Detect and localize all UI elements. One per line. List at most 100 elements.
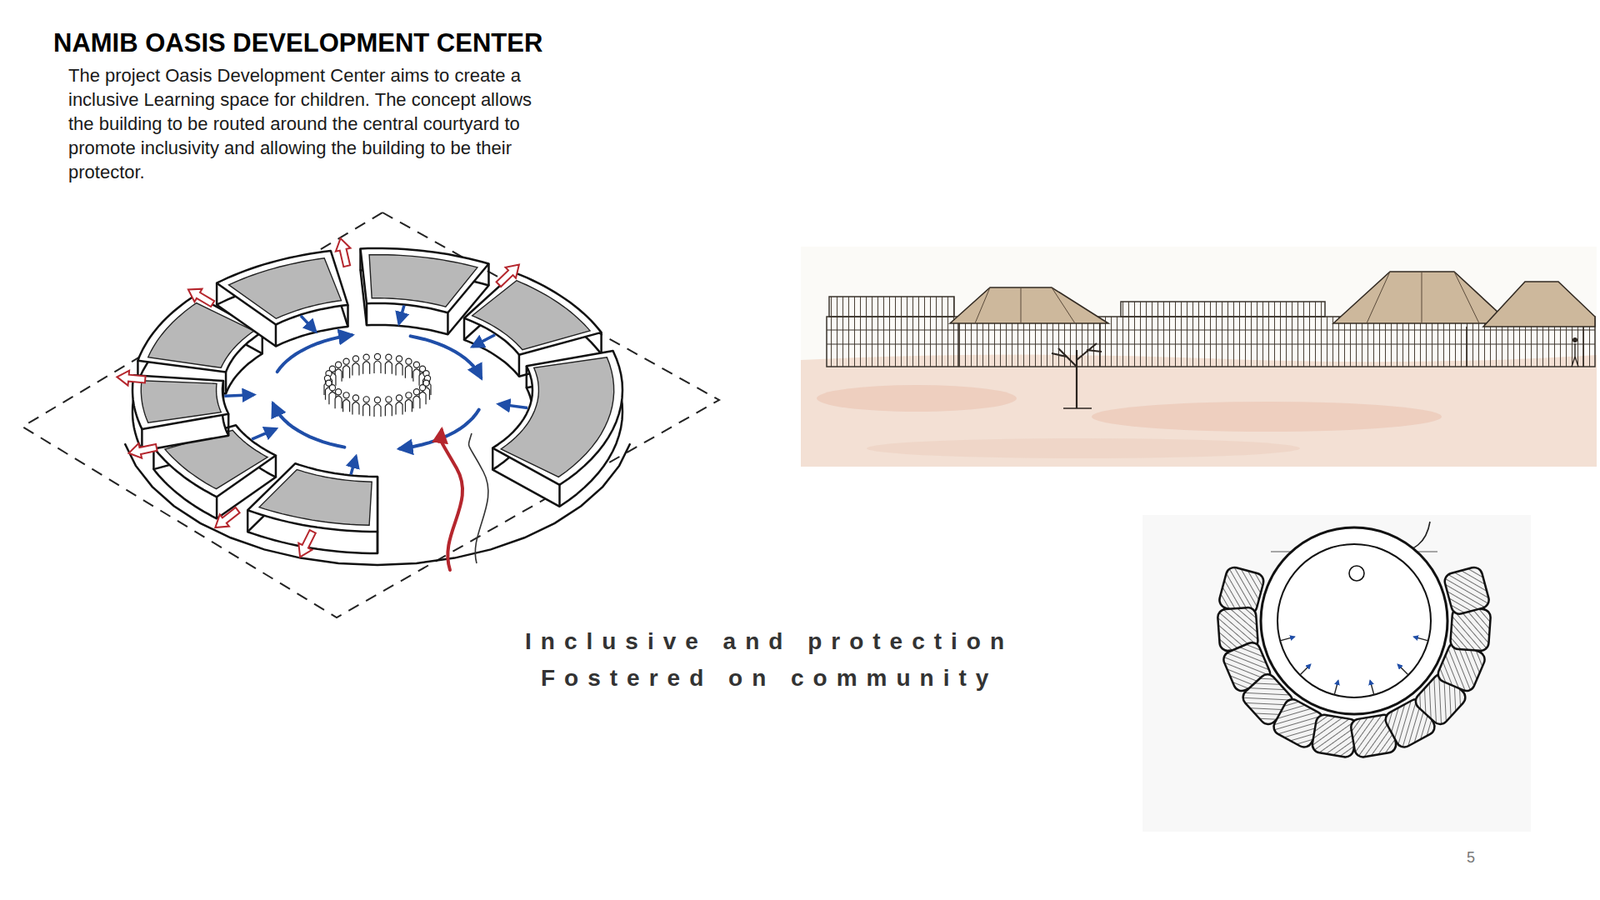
person: [352, 355, 359, 362]
person: [374, 396, 380, 403]
wall-edge: [518, 355, 521, 377]
wall-edge: [227, 414, 230, 436]
exit-arrow: [215, 507, 240, 528]
circulation-arrow: [273, 404, 345, 448]
circulation-arrow: [277, 335, 352, 372]
inward-arrow: [399, 305, 405, 325]
upper-block: [829, 296, 955, 317]
plan-ring: [1260, 527, 1448, 715]
person: [385, 396, 392, 403]
roof-top: [472, 280, 590, 350]
inward-arrow: [224, 395, 254, 397]
circulation-arrow: [400, 410, 480, 450]
wall-edge: [491, 448, 495, 470]
wall-edge: [365, 303, 369, 325]
sand-wash: [800, 354, 1597, 467]
person: [343, 399, 350, 412]
person: [395, 401, 403, 415]
roof-rim: [464, 272, 602, 355]
wall-edge: [246, 510, 250, 532]
person: [363, 396, 370, 403]
description: The project Oasis Development Center aim…: [68, 63, 560, 185]
person: [385, 354, 392, 360]
person: [374, 360, 381, 374]
plan-courtyard: [1277, 544, 1431, 698]
sketch-paper: [800, 246, 1597, 467]
person: [405, 358, 412, 365]
person: [385, 403, 392, 416]
inward-arrow: [499, 404, 529, 409]
plan-sketch: [1142, 515, 1531, 832]
facade: [826, 316, 1595, 367]
sand-wash: [866, 438, 1300, 459]
person: [329, 385, 335, 391]
person: [335, 395, 342, 409]
wall-edge: [600, 332, 603, 355]
plan-tree: [1349, 565, 1365, 581]
inward-arrow: [350, 456, 356, 475]
person: [352, 363, 360, 376]
wall-edge: [558, 485, 561, 507]
person: [343, 392, 350, 399]
roof-line: [975, 287, 1075, 324]
roof: [950, 287, 1109, 324]
inward-arrow: [300, 315, 316, 332]
exit-arrow: [116, 370, 145, 386]
plan-arrow: [1280, 636, 1295, 641]
person: [405, 399, 412, 412]
roof-top: [140, 380, 221, 424]
upper-block: [1120, 301, 1325, 317]
person: [1572, 337, 1578, 343]
sketch-paper: [1142, 515, 1531, 832]
person: [374, 353, 380, 360]
plan-arrow: [1370, 680, 1375, 695]
exit-arrow: [298, 530, 316, 557]
person: [413, 395, 420, 409]
exit-arrow: [129, 443, 158, 459]
roof-rim: [132, 375, 229, 430]
plan-cell: [1443, 565, 1491, 616]
entrance-arrow: [440, 430, 463, 570]
wall-edge: [446, 312, 450, 335]
person: [363, 403, 370, 416]
person: [352, 401, 360, 415]
inward-arrow: [251, 429, 276, 440]
courtyard-concept: [116, 238, 630, 570]
person: [352, 395, 359, 401]
person: [413, 389, 420, 395]
person: [343, 365, 350, 379]
roof-rim: [216, 250, 348, 325]
wall-edge: [275, 325, 278, 347]
page-number: 5: [1466, 848, 1475, 868]
wall-edge: [275, 455, 278, 477]
roof-rim: [492, 350, 623, 485]
exit-arrow: [188, 289, 215, 307]
plan-arrow: [1413, 636, 1428, 641]
person: [374, 404, 381, 417]
roof: [1483, 281, 1595, 327]
person: [419, 385, 425, 391]
tree-shadow: [1063, 407, 1092, 410]
slogan: Fostered on community: [540, 663, 998, 693]
wall-edge: [487, 264, 490, 286]
person: [413, 361, 420, 368]
person: [395, 395, 402, 401]
slogan: Inclusive and protection: [525, 626, 1014, 656]
plan-arrow: [1334, 680, 1339, 695]
person: [395, 355, 402, 362]
person: [405, 392, 412, 399]
person: [335, 361, 341, 368]
person: [363, 354, 370, 360]
wall-edge: [346, 305, 350, 327]
roof: [1333, 271, 1510, 324]
circulation-arrow: [410, 335, 482, 378]
title: NAMIB OASIS DEVELOPMENT CENTER: [53, 26, 543, 60]
inward-arrow: [472, 335, 495, 347]
person: [395, 363, 403, 376]
plan-arrow: [1397, 664, 1409, 675]
person: [335, 389, 341, 395]
roof-top: [229, 258, 342, 320]
site-boundary: [22, 212, 720, 618]
person: [385, 361, 392, 375]
rail: [826, 330, 1595, 345]
